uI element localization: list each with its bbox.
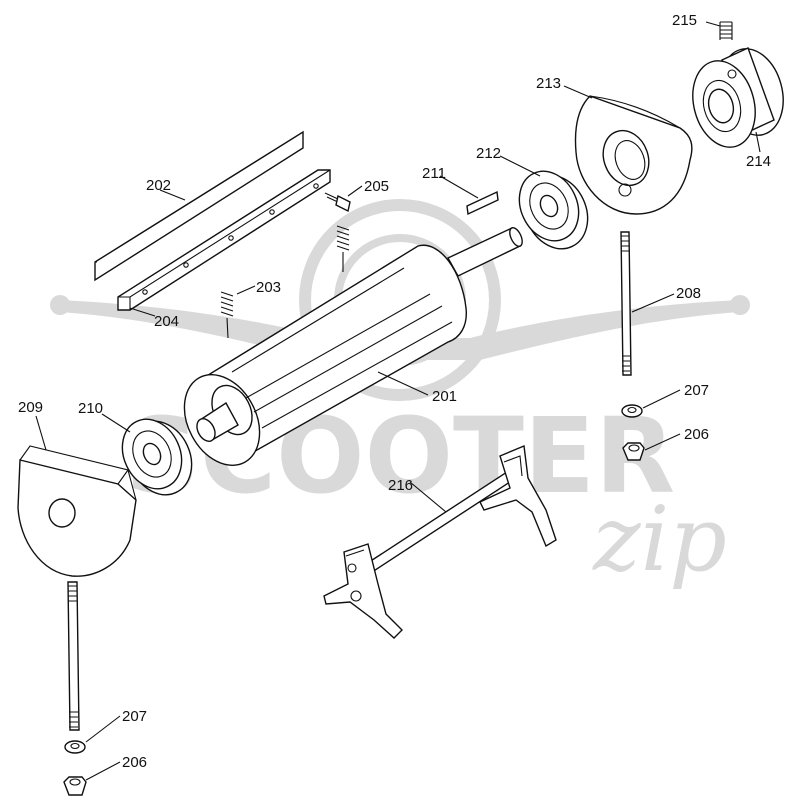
label-201: 201 [432, 388, 457, 405]
leader-215 [705, 21, 721, 27]
label-213: 213 [536, 75, 561, 92]
part-202-strip [94, 130, 304, 282]
part-207-washer-left [64, 740, 86, 754]
label-210: 210 [78, 400, 103, 417]
label-205: 205 [364, 178, 389, 195]
watermark-script: zip [592, 487, 727, 592]
part-204-bar [117, 169, 331, 311]
part-213-housing [574, 95, 693, 215]
label-207-left: 207 [122, 708, 147, 725]
part-206-nut-left [63, 776, 87, 796]
part-211-key [466, 190, 499, 216]
label-207-right: 207 [684, 382, 709, 399]
part-215-set-screw [719, 21, 733, 40]
part-209-housing [17, 445, 137, 577]
part-labels: 201 202 203 204 205 206 206 207 207 208 … [18, 12, 771, 771]
label-214: 214 [746, 153, 771, 170]
watermark: SCOOTER zip [50, 199, 750, 592]
watermark-bar-end-left [50, 295, 70, 315]
label-216: 216 [388, 477, 413, 494]
leader-208 [631, 293, 675, 313]
leader-205 [347, 185, 363, 197]
part-201-drum [183, 226, 523, 466]
leader-lines [35, 21, 761, 781]
watermark-bar-end-right [730, 295, 750, 315]
label-203: 203 [256, 279, 281, 296]
label-206-left: 206 [122, 754, 147, 771]
leader-210 [101, 413, 131, 433]
leader-216 [409, 481, 447, 513]
label-211: 211 [422, 165, 446, 182]
leader-214 [755, 131, 761, 153]
leader-212 [499, 155, 541, 177]
label-202: 202 [146, 177, 171, 194]
leader-207b [85, 715, 121, 743]
label-209: 209 [18, 399, 43, 416]
leader-204 [129, 307, 156, 317]
part-214-pulley [692, 47, 784, 148]
part-205-screw [324, 192, 351, 213]
leader-202 [159, 189, 186, 201]
part-208-stud-left [67, 581, 80, 731]
part-216-lever-shaft [323, 444, 557, 639]
part-206-nut-right [622, 442, 645, 461]
spring-upper [336, 225, 350, 272]
leader-203 [236, 285, 256, 295]
part-208-stud [620, 231, 632, 376]
label-212: 212 [476, 145, 501, 162]
label-215: 215 [672, 12, 697, 29]
part-203-spring [220, 291, 234, 339]
label-206-right: 206 [684, 426, 709, 443]
leader-209 [35, 415, 47, 451]
part-207-washer-right [621, 404, 643, 418]
label-204: 204 [154, 313, 179, 330]
leader-211 [439, 175, 479, 199]
label-208: 208 [676, 285, 701, 302]
leader-207a [642, 389, 681, 409]
leader-206a [644, 433, 681, 451]
leader-206b [85, 761, 121, 781]
leader-201 [377, 371, 429, 396]
watermark-circle-outer [299, 199, 501, 401]
leader-213 [563, 85, 593, 99]
part-210-bearing [121, 418, 193, 496]
